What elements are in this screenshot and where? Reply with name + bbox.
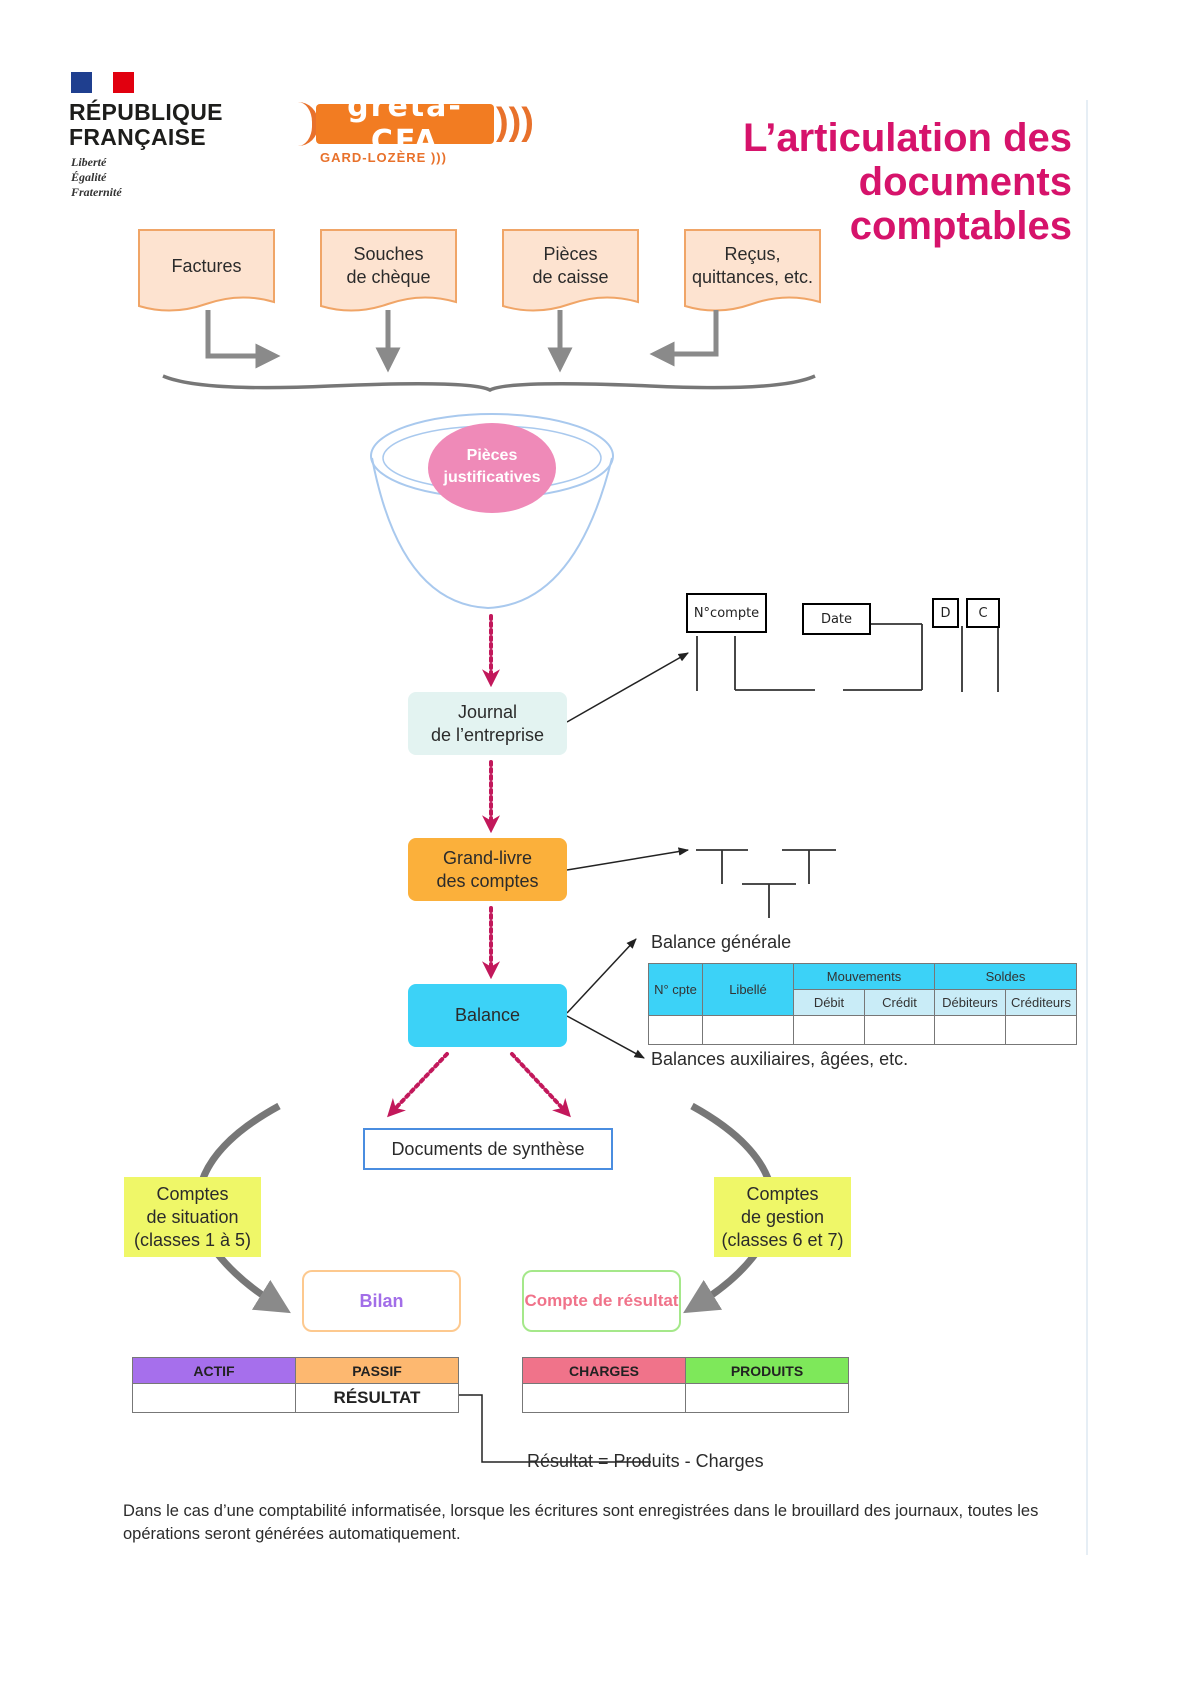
balance-box: Balance xyxy=(408,984,567,1047)
arrow-balance-to-generale xyxy=(566,938,637,1014)
balances-auxiliaires-label: Balances auxiliaires, âgées, etc. xyxy=(651,1049,909,1069)
bilan-table: ACTIF PASSIF RÉSULTAT xyxy=(132,1357,459,1413)
arrow-formula-to-resultat xyxy=(434,1390,651,1463)
funnel-shape xyxy=(370,413,614,610)
sketch-account-number-box: N°compte xyxy=(686,593,767,633)
doc-shape-recus xyxy=(684,229,821,312)
flow-balance-to-synthese-right xyxy=(510,1052,571,1118)
compte-resultat-box: Compte de résultat xyxy=(522,1270,681,1332)
greta-logo: greta-CFA ))) xyxy=(298,89,534,159)
arrow-journal-to-sketch xyxy=(566,652,689,723)
balance-table: N° cpte Libellé Mouvements Soldes Débit … xyxy=(648,963,1077,1045)
balance-col-debit: Débit xyxy=(793,989,865,1016)
republique-motto: Liberté Égalité Fraternité xyxy=(71,155,122,199)
sketch-date-box: Date xyxy=(802,603,871,635)
doc-shape-souches xyxy=(320,229,457,312)
compte-resultat-table: CHARGES PRODUITS xyxy=(522,1357,849,1413)
cr-charges-header: CHARGES xyxy=(522,1357,686,1384)
balance-col-mouvements: Mouvements xyxy=(793,963,935,990)
cr-charges-body xyxy=(522,1383,686,1413)
journal-sketch-lines xyxy=(696,623,999,692)
cr-produits-body xyxy=(685,1383,849,1413)
bilan-resultat-cell: RÉSULTAT xyxy=(295,1383,459,1413)
balance-generale-label: Balance générale xyxy=(651,932,792,952)
greta-logo-text: greta-CFA xyxy=(316,89,494,159)
balance-empty-cell xyxy=(864,1015,935,1045)
balance-empty-cell xyxy=(702,1015,794,1045)
doc-shape-factures xyxy=(138,229,275,312)
doc-shape-pieces-caisse xyxy=(502,229,639,312)
arrow-recus xyxy=(649,310,719,367)
sketch-debit-box: D xyxy=(932,598,959,628)
bilan-actif-header: ACTIF xyxy=(132,1357,296,1384)
doc-recus-quittances: Reçus,quittances, etc. xyxy=(691,244,814,287)
arrow-balance-to-auxiliaires xyxy=(566,1015,645,1059)
doc-factures: Factures xyxy=(171,255,242,276)
balance-col-credit: Crédit xyxy=(864,989,935,1016)
balance-col-debiteurs: Débiteurs xyxy=(934,989,1006,1016)
bilan-box: Bilan xyxy=(302,1270,461,1332)
greta-paren-left-icon xyxy=(298,102,318,146)
bilan-passif-header: PASSIF xyxy=(295,1357,459,1384)
balance-col-num: N° cpte xyxy=(648,963,703,1016)
balance-col-soldes: Soldes xyxy=(934,963,1077,990)
marianne-flag-icon xyxy=(71,72,134,93)
documents-synthese-box: Documents de synthèse xyxy=(363,1128,613,1170)
sketch-credit-box: C xyxy=(966,598,1000,628)
balance-col-label: Libellé xyxy=(702,963,794,1016)
page-title: L’articulation des documents comptables xyxy=(743,116,1072,248)
balance-empty-cell xyxy=(934,1015,1006,1045)
balance-empty-cell xyxy=(793,1015,865,1045)
flow-balance-to-synthese-left xyxy=(387,1052,449,1118)
arrow-grandlivre-to-taccounts xyxy=(566,847,690,871)
arrow-factures xyxy=(205,310,281,369)
cr-produits-header: PRODUITS xyxy=(685,1357,849,1384)
balance-empty-cell xyxy=(1005,1015,1077,1045)
balance-empty-cell xyxy=(648,1015,703,1045)
greta-subtitle: GARD-LOZÈRE ))) xyxy=(320,150,447,165)
bilan-actif-body xyxy=(132,1383,296,1413)
balance-col-crediteurs: Créditeurs xyxy=(1005,989,1077,1016)
resultat-formula: Résultat = Produits - Charges xyxy=(527,1451,764,1471)
republique-francaise-title: RÉPUBLIQUE FRANÇAISE xyxy=(69,99,223,150)
grouping-brace xyxy=(162,374,816,392)
t-accounts-sketch xyxy=(696,849,836,918)
footnote: Dans le cas d’une comptabilité informati… xyxy=(123,1502,1039,1543)
